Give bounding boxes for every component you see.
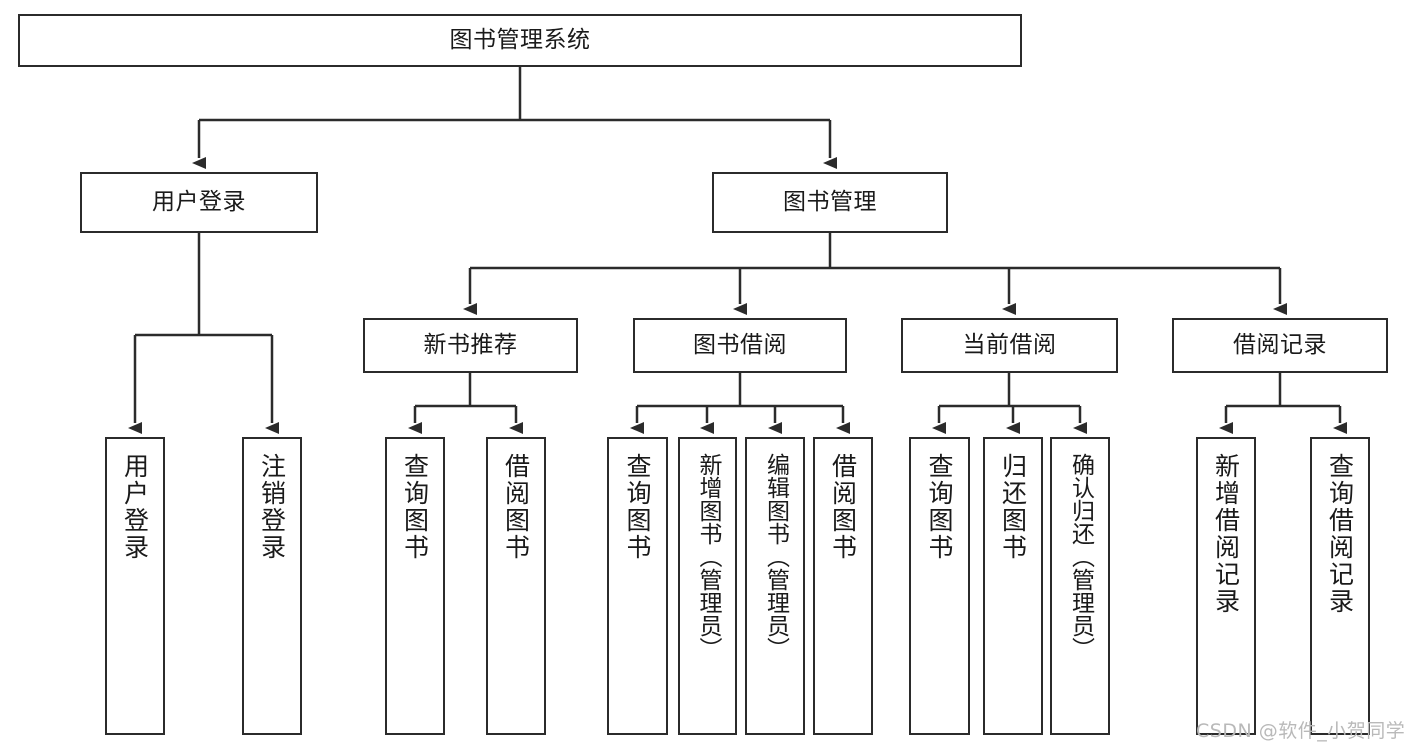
node-leaf-query-book-recommend[interactable]: 查询图书 <box>385 437 445 735</box>
node-label-leaf-edit-book-admin: 编辑图书（管理员） <box>762 453 789 660</box>
node-leaf-query-book-current[interactable]: 查询图书 <box>909 437 970 735</box>
node-leaf-borrow-book[interactable]: 借阅图书 <box>813 437 873 735</box>
node-label-leaf-add-book-admin: 新增图书（管理员） <box>695 453 721 660</box>
node-label-leaf-confirm-return-admin: 确认归还（管理员） <box>1067 453 1094 660</box>
node-new-book-recommend[interactable]: 新书推荐 <box>363 318 578 373</box>
node-label-leaf-logout-login: 注销登录 <box>257 453 287 561</box>
node-label-leaf-add-borrow-record: 新增借阅记录 <box>1211 453 1241 615</box>
node-label-leaf-borrow-book-recommend: 借阅图书 <box>501 453 531 561</box>
node-current-borrow[interactable]: 当前借阅 <box>901 318 1118 373</box>
node-label-current-borrow: 当前借阅 <box>962 331 1057 358</box>
node-label-leaf-user-login: 用户登录 <box>120 453 150 561</box>
node-leaf-borrow-book-recommend[interactable]: 借阅图书 <box>486 437 546 735</box>
node-root[interactable]: 图书管理系统 <box>18 14 1022 67</box>
node-leaf-logout-login[interactable]: 注销登录 <box>242 437 302 735</box>
node-label-leaf-query-book-borrow: 查询图书 <box>623 453 652 561</box>
csdn-watermark: CSDN @软件_小贺同学 <box>1196 720 1405 742</box>
node-label-leaf-query-book-current: 查询图书 <box>925 453 954 561</box>
node-label-leaf-query-borrow-record: 查询借阅记录 <box>1325 453 1355 615</box>
node-book-manage[interactable]: 图书管理 <box>712 172 948 233</box>
node-leaf-query-borrow-record[interactable]: 查询借阅记录 <box>1310 437 1370 735</box>
node-leaf-edit-book-admin[interactable]: 编辑图书（管理员） <box>745 437 805 735</box>
node-leaf-return-book[interactable]: 归还图书 <box>983 437 1043 735</box>
node-label-borrow-record: 借阅记录 <box>1233 331 1327 358</box>
node-leaf-add-book-admin[interactable]: 新增图书（管理员） <box>678 437 737 735</box>
node-label-leaf-return-book: 归还图书 <box>998 453 1028 561</box>
node-label-book-borrow: 图书借阅 <box>693 331 787 358</box>
node-label-book-manage: 图书管理 <box>783 188 877 215</box>
node-label-new-book-recommend: 新书推荐 <box>423 331 518 358</box>
node-leaf-confirm-return-admin[interactable]: 确认归还（管理员） <box>1050 437 1110 735</box>
node-user-login[interactable]: 用户登录 <box>80 172 318 233</box>
node-leaf-user-login[interactable]: 用户登录 <box>105 437 165 735</box>
node-label-root: 图书管理系统 <box>449 26 591 53</box>
node-borrow-record[interactable]: 借阅记录 <box>1172 318 1388 373</box>
node-book-borrow[interactable]: 图书借阅 <box>633 318 847 373</box>
node-leaf-add-borrow-record[interactable]: 新增借阅记录 <box>1196 437 1256 735</box>
node-leaf-query-book-borrow[interactable]: 查询图书 <box>607 437 668 735</box>
node-label-user-login: 用户登录 <box>152 188 246 215</box>
node-label-leaf-query-book-recommend: 查询图书 <box>400 453 430 561</box>
node-label-leaf-borrow-book: 借阅图书 <box>828 453 858 561</box>
